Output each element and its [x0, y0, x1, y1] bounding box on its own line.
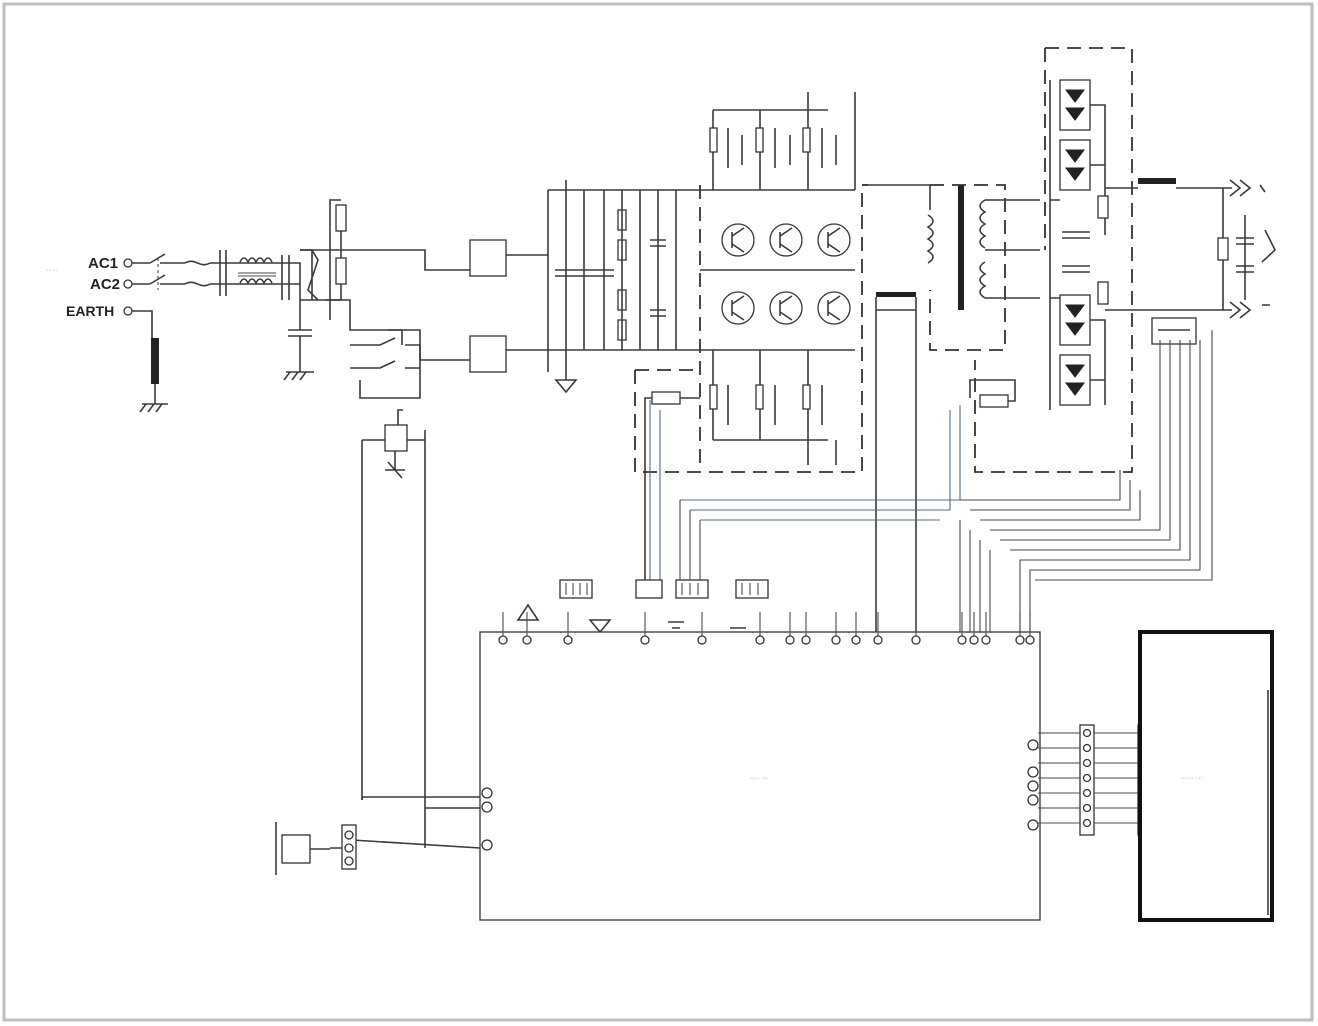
gate-driver-1	[651, 391, 681, 405]
board-pin	[563, 635, 573, 645]
board-pin	[801, 635, 811, 645]
connector-pin	[1082, 803, 1092, 813]
output-rectifier	[969, 47, 1276, 473]
board-pin	[640, 635, 650, 645]
control-connectors	[516, 579, 769, 635]
terminal-earth	[123, 306, 133, 316]
board-pin	[969, 635, 979, 645]
board-pin	[981, 635, 991, 645]
board-pin	[522, 635, 532, 645]
input-terminals: AC1 AC2 EARTH ·· ··	[46, 255, 133, 319]
board-pin	[831, 635, 841, 645]
board-pin	[873, 635, 883, 645]
bridge-rectifier-2	[469, 335, 507, 373]
connector-pin	[1082, 818, 1092, 828]
board-pin	[851, 635, 861, 645]
relay-contacts	[350, 329, 421, 399]
terminal-earth-label: EARTH	[66, 303, 114, 319]
svg-text:·· ··: ·· ··	[46, 267, 57, 274]
terminal-ac1-label: AC1	[88, 255, 118, 272]
gate-driver-2	[979, 394, 1009, 408]
connector-pin	[1082, 773, 1092, 783]
earth-choke	[132, 310, 168, 413]
board-pin	[697, 635, 707, 645]
remote-potentiometer	[275, 822, 357, 875]
hall-current-sensor	[1151, 317, 1197, 345]
board-pin	[1015, 635, 1025, 645]
board-pin	[755, 635, 765, 645]
board-pin	[498, 635, 508, 645]
main-control-board: ···· ···	[330, 612, 1041, 921]
igbt-bridge	[634, 92, 868, 580]
terminal-ac2	[123, 279, 133, 289]
bridge-rectifier-1	[469, 239, 507, 277]
terminal-ac1	[123, 258, 133, 268]
control-wiring	[649, 330, 1213, 640]
svg-text:······ ···: ······ ···	[1180, 775, 1203, 782]
svg-text:···· ···: ···· ···	[750, 775, 768, 782]
display-board	[1138, 630, 1274, 922]
board-pin	[957, 635, 967, 645]
connector-pin	[1082, 788, 1092, 798]
surge-components	[300, 199, 347, 320]
svg-text:·: ·	[472, 232, 474, 239]
board-pin	[1025, 635, 1035, 645]
connector-pin	[1082, 758, 1092, 768]
connector-cn	[559, 579, 593, 599]
board-pin	[911, 635, 921, 645]
connector-pin	[1082, 743, 1092, 753]
terminal-ac2-label: AC2	[90, 276, 120, 293]
dc-bus	[548, 180, 700, 394]
relay-coil	[361, 409, 426, 848]
connector-pin	[1082, 728, 1092, 738]
transformer	[862, 184, 1040, 640]
board-pin	[785, 635, 795, 645]
rectifier-input: ·	[300, 190, 549, 373]
emi-filter	[210, 250, 314, 381]
power-switch	[132, 253, 211, 290]
